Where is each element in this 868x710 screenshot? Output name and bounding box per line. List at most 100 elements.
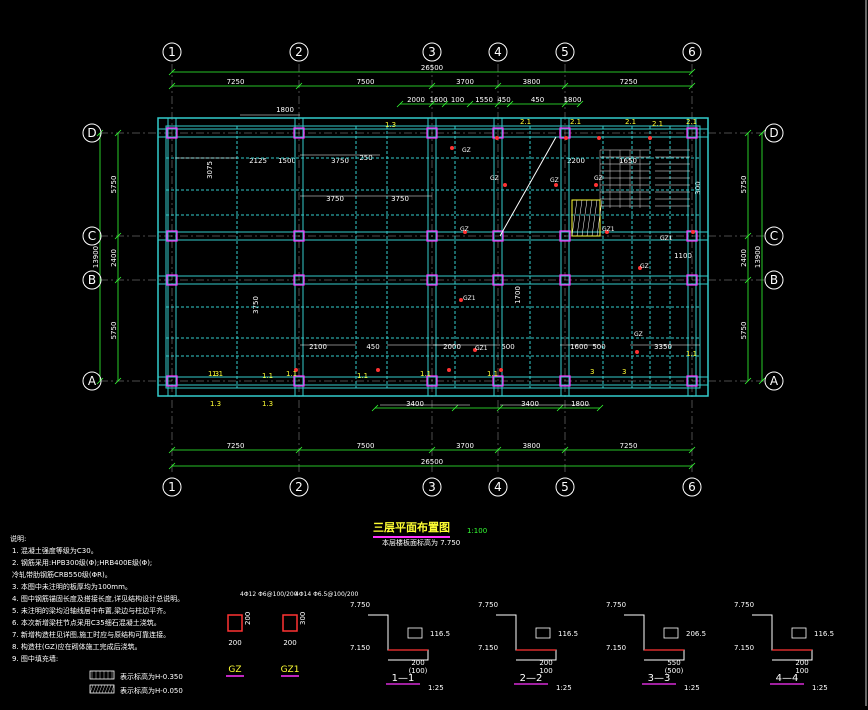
left-total-dim-tick xyxy=(96,377,104,385)
column-section-size: 200 xyxy=(283,639,296,647)
section-bottom-level: 7.150 xyxy=(734,644,754,652)
column xyxy=(293,127,305,139)
column xyxy=(559,375,571,387)
slab-tag: 2.1 xyxy=(520,118,531,126)
note-item: 6. 本次新增梁柱节点采用C35细石混凝土浇筑。 xyxy=(12,619,161,627)
column xyxy=(559,230,571,242)
bottom-detail-dim-label: 3400 xyxy=(406,400,424,408)
interior-dim: 300 xyxy=(694,181,702,194)
top-detail-dim-label: 1550 xyxy=(475,96,493,104)
column-section-GZ xyxy=(227,614,243,632)
section-dim-3: 116.5 xyxy=(558,630,578,638)
column-section-spec: 4Φ14 Φ6.5@100/200 xyxy=(295,591,358,598)
section-block xyxy=(791,627,807,639)
left-total-dim-label: 13900 xyxy=(92,246,100,268)
slab-tag: 1.1 xyxy=(357,372,368,380)
top-span-dim-label: 7250 xyxy=(227,78,245,86)
slab-tag: 1.1 xyxy=(420,370,431,378)
gz-marker xyxy=(450,146,454,150)
section-outline xyxy=(368,614,429,661)
column-tag: GZ xyxy=(550,177,559,184)
interior-dim: 1500 xyxy=(278,157,296,165)
gz-marker xyxy=(638,266,642,270)
slab-tag: 1.1 xyxy=(286,370,297,378)
right-dim-tick xyxy=(744,232,752,240)
left-dim-label: 5750 xyxy=(110,176,118,194)
drawing-subtitle: 本层楼板面标高为 7.750 xyxy=(382,539,461,547)
gz-marker xyxy=(648,136,652,140)
right-total-dim-label: 13900 xyxy=(754,246,762,268)
interior-dim: 3750 xyxy=(326,195,344,203)
notes-heading: 说明: xyxy=(10,535,27,543)
column-tag: GZ xyxy=(634,331,643,338)
section-name: 2—2 xyxy=(520,673,543,684)
column-section-spec: 4Φ12 Φ6@100/200 xyxy=(240,591,298,598)
legend-hatch xyxy=(89,684,94,694)
axis-bubble-1 xyxy=(162,42,182,62)
column xyxy=(293,230,305,242)
left-dim-tick xyxy=(114,129,122,137)
slab-tag: 1.3 xyxy=(210,400,221,408)
interior-dim: 1600 xyxy=(570,343,588,351)
section-top-level: 7.750 xyxy=(734,601,754,609)
axis-label-B: B xyxy=(770,273,778,287)
slab-tag: 1.3 xyxy=(262,400,273,408)
bottom-span-dim-tick xyxy=(561,446,569,454)
axis-label-B: B xyxy=(88,273,96,287)
building-outline xyxy=(157,117,709,397)
axis-bubble-3 xyxy=(422,42,442,62)
top-detail-dim-tick xyxy=(561,100,569,108)
slab-tag: 2.1 xyxy=(625,118,636,126)
axis-bubble-6 xyxy=(682,477,702,497)
gz-marker xyxy=(564,136,568,140)
axis-label-1: 1 xyxy=(168,45,176,59)
column-section-level: 300 xyxy=(299,612,307,625)
section-outline xyxy=(496,614,557,661)
axis-label-3: 3 xyxy=(428,45,436,59)
column xyxy=(492,274,504,286)
axis-label-A: A xyxy=(770,374,779,388)
top-span-dim-tick xyxy=(428,82,436,90)
top-detail-dim-label: 450 xyxy=(497,96,510,104)
column xyxy=(166,274,178,286)
section-scale: 1:25 xyxy=(428,684,444,692)
top-detail-dim-tick xyxy=(396,100,404,108)
axis-label-6: 6 xyxy=(688,480,696,494)
bottom-total-dim-tick xyxy=(688,462,696,470)
axis-label-D: D xyxy=(87,126,96,140)
column-tag: GZ1 xyxy=(602,226,615,233)
gz-marker xyxy=(554,183,558,187)
axis-label-C: C xyxy=(770,229,778,243)
top-span-dim-tick xyxy=(688,82,696,90)
top-span-dim-tick xyxy=(494,82,502,90)
axis-label-1: 1 xyxy=(168,480,176,494)
section-dim-1: 200 xyxy=(411,659,424,667)
note-item: 1. 混凝土强度等级为C30。 xyxy=(12,547,98,555)
axis-bubble-C xyxy=(82,226,102,246)
bottom-span-dim-label: 7250 xyxy=(620,442,638,450)
column xyxy=(686,375,698,387)
axis-label-4: 4 xyxy=(494,480,502,494)
interior-dim: 2125 xyxy=(249,157,267,165)
column xyxy=(559,274,571,286)
interior-dim: 3750 xyxy=(252,296,260,314)
bottom-span-dim-label: 3800 xyxy=(523,442,541,450)
opening-hatch xyxy=(576,199,583,237)
drawing-scale: 1:100 xyxy=(467,527,488,535)
slab-tag: 1.1 xyxy=(686,350,697,358)
axis-bubble-B xyxy=(764,270,784,290)
interior-dim: 450 xyxy=(366,343,379,351)
legend-hatch xyxy=(98,684,103,694)
axis-label-4: 4 xyxy=(494,45,502,59)
note-item: 2. 钢筋采用:HPB300级(Φ);HRB400E级(Φ); xyxy=(12,559,153,567)
bottom-span-dim-label: 7250 xyxy=(227,442,245,450)
top-detail-dim-label: 2000 xyxy=(407,96,425,104)
top-span-dim-label: 3700 xyxy=(456,78,474,86)
column xyxy=(426,230,438,242)
column-tag: GZ xyxy=(462,147,471,154)
bottom-total-dim-tick xyxy=(168,462,176,470)
top-total-dim-label: 26500 xyxy=(421,64,443,72)
axis-bubble-2 xyxy=(289,477,309,497)
